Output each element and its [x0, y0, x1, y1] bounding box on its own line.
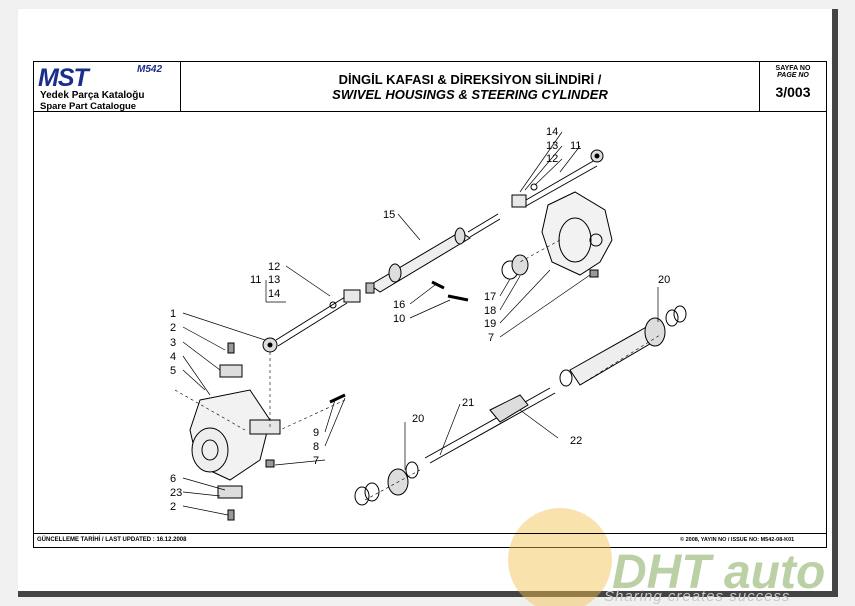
- steering-cylinder-top: [365, 213, 501, 294]
- drawing-frame: [33, 61, 827, 548]
- title-block: DİNGİL KAFASI & DİREKSİYON SİLİNDİRİ / S…: [181, 62, 759, 112]
- page-label-tr: SAYFA NO: [775, 65, 811, 72]
- svg-text:DHT auto: DHT auto: [612, 546, 825, 599]
- callout: 3: [170, 337, 176, 349]
- brand-block: MST M542 Yedek Parça Kataloğu Spare Part…: [34, 62, 181, 112]
- page-number: 3/003: [775, 84, 811, 100]
- swivel-housing-left: [189, 342, 346, 521]
- callout: 22: [570, 435, 582, 447]
- watermark-logo: DHT auto: [508, 508, 825, 606]
- callout: 14: [546, 126, 558, 138]
- callout-numbers: 14 13 12 11 15 12 13 11 14 16 10 17 18 1…: [170, 126, 670, 513]
- callout: 4: [170, 351, 176, 363]
- model-label: M542: [137, 64, 163, 75]
- callout: 12: [546, 153, 558, 165]
- catalog-title-en: Spare Part Catalogue: [40, 101, 137, 112]
- last-updated: GÜNCELLEME TARİHİ / LAST UPDATED : 16.12…: [37, 537, 187, 543]
- callout: 5: [170, 365, 176, 377]
- callout: 20: [658, 274, 670, 286]
- catalog-page: [18, 9, 838, 597]
- callout: 6: [170, 473, 176, 485]
- callout: 9: [313, 427, 319, 439]
- callout: 19: [484, 318, 496, 330]
- alignment-lines: [174, 239, 661, 501]
- watermark-tagline: Sharing creates success: [604, 588, 791, 605]
- tie-rod-left: [262, 289, 361, 353]
- callout: 2: [170, 501, 176, 513]
- callout: 11: [570, 140, 581, 152]
- callout: 2: [170, 322, 176, 334]
- callout: 15: [383, 209, 395, 221]
- leader-lines: [182, 131, 659, 516]
- callout: 13: [268, 274, 280, 286]
- callout: 20: [412, 413, 424, 425]
- callout: 13: [546, 140, 558, 152]
- issue-number: © 2008, YAYIN NO / ISSUE NO: M542-08-K01: [680, 537, 795, 543]
- callout: 10: [393, 313, 405, 325]
- callout: 12: [268, 261, 280, 273]
- page-number-block: SAYFA NO PAGE NO 3/003: [759, 62, 826, 112]
- callout: 18: [484, 305, 496, 317]
- callout: 23: [170, 487, 182, 499]
- callout: 7: [313, 455, 319, 467]
- catalog-title-tr: Yedek Parça Kataloğu: [40, 90, 145, 101]
- callout: 1: [170, 308, 176, 320]
- steering-cylinder-bottom: [354, 305, 687, 506]
- callout: 16: [393, 299, 405, 311]
- brand-logo: MST: [38, 64, 89, 92]
- page-title-tr: DİNGİL KAFASI & DİREKSİYON SİLİNDİRİ /: [338, 72, 602, 87]
- callout: 21: [462, 397, 474, 409]
- swivel-housing-right: [541, 191, 613, 278]
- tie-rod-right: [511, 149, 604, 208]
- page-label-en: PAGE NO: [777, 72, 809, 79]
- callout: 14: [268, 288, 280, 300]
- footer-divider: [34, 533, 826, 534]
- callout: 11: [250, 274, 261, 286]
- callout: 8: [313, 441, 319, 453]
- page-title-en: SWIVEL HOUSINGS & STEERING CYLINDER: [332, 87, 608, 102]
- callout: 7: [488, 332, 494, 344]
- callout: 17: [484, 291, 496, 303]
